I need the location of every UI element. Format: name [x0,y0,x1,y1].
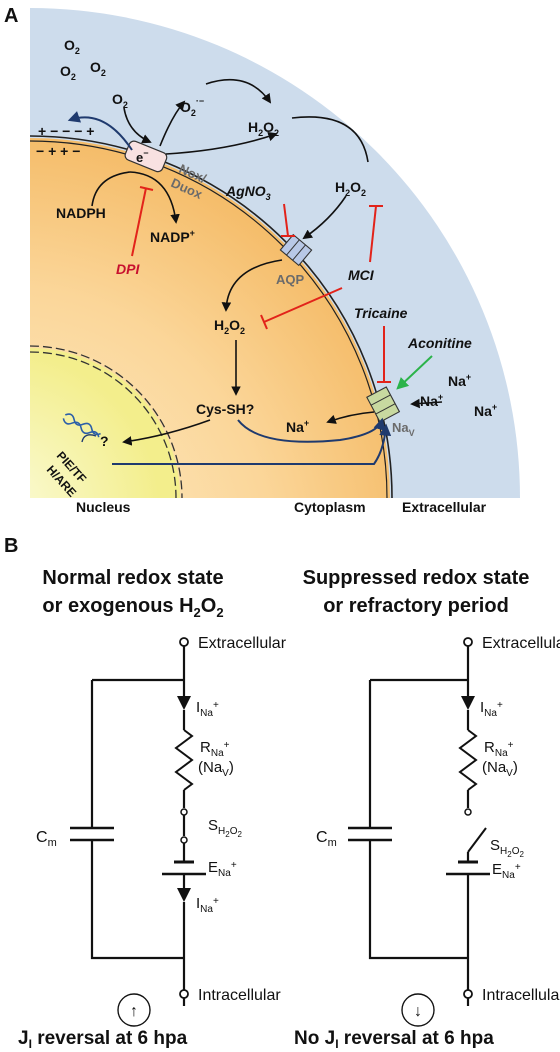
cytoplasm-label: Cytoplasm [294,499,366,515]
na-plus-3: Na+ [474,402,497,419]
nucleus-label: Nucleus [76,499,131,515]
left-capacitor-label: Cm [36,829,57,849]
left-bottom-terminal [179,989,189,999]
left-bottom-terminal-label: Intracellular [198,987,281,1004]
right-resistor-sub: (NaV) [482,759,518,779]
nuclear-envelope-outer [29,345,183,499]
left-switch-contact-bottom [180,836,188,844]
right-wires [368,646,470,992]
left-title-line2: or exogenous H2O2 [42,595,223,620]
right-resistor [458,729,478,791]
aqp-channel [279,233,313,267]
left-top-terminal-label: Extracellular [198,635,287,652]
right-current-arrow-top [461,696,475,710]
membrane-charges-inner: − + + − [36,143,80,159]
cys-sh-label: Cys-SH? [196,401,254,417]
left-battery-label: ENa+ [208,859,237,879]
na-plus-1: Na+ [448,372,471,389]
nucleus-region [30,348,180,498]
left-resistor [174,729,194,791]
right-capacitor-label: Cm [316,829,337,849]
left-flux-circle [117,993,151,1027]
nuclear-envelope-inner [29,351,177,499]
left-current-arrow-top [177,696,191,710]
panel-b: B Normal redox state or exogenous H2O2 E… [4,535,560,1051]
h2o2-intracellular: H2O2 [214,317,245,336]
right-title-line2: or refractory period [323,595,509,617]
agno3-label: AgNO3 [225,183,271,202]
left-current-top-label: INa+ [196,699,219,719]
left-switch-label: SH2O2 [208,817,242,839]
right-current-top-label: INa+ [480,699,503,719]
question-mark: ? [100,433,109,449]
right-top-terminal-label: Extracellular [482,635,560,652]
o2-1-text: O [64,37,75,53]
left-title-line1: Normal redox state [42,567,223,589]
left-resistor-sub: (NaV) [198,759,234,779]
nox-duox-enzyme [124,140,168,173]
dpi-label: DPI [116,261,140,277]
right-circuit: Suppressed redox state or refractory per… [294,567,560,1051]
right-flux-circle [401,993,435,1027]
right-switch-contact-top [464,808,472,816]
extracellular-label: Extracellular [402,499,487,515]
right-flux-down-icon: ↓ [414,1003,422,1020]
signaling-arrows [67,111,392,465]
aconitine-label: Aconitine [407,335,472,351]
right-switch-open [467,827,487,853]
aconitine-activation-arrow [396,355,433,390]
right-bottom-terminal [463,989,473,999]
na-plus-2: Na+ [420,392,443,409]
aqp-label: AQP [276,272,305,287]
left-current-arrow-bottom [177,888,191,902]
right-switch-label: SH2O2 [490,837,524,859]
tricaine-label: Tricaine [354,305,408,321]
inhibitor-lines [131,186,391,383]
dna-helix-icon [62,413,101,438]
o2-label-1: O2 [64,37,80,56]
panel-b-letter: B [4,535,18,557]
left-wires [90,646,186,992]
panel-a: A O2 O2 O2 O2 O2·− H2O2 H2O2 H2O2 + − − … [4,5,520,515]
nadph-label: NADPH [56,205,106,221]
left-circuit: Normal redox state or exogenous H2O2 Ext… [18,567,287,1051]
left-caption: JI reversal at 6 hpa [18,1028,188,1051]
membrane-charges-outer: + − − − + [38,123,94,139]
panel-a-letter: A [4,5,18,27]
right-battery-label: ENa+ [492,861,521,881]
right-bottom-terminal-label: Intracellular [482,987,560,1004]
left-flux-up-icon: ↑ [130,1003,138,1020]
reaction-arrows [91,78,443,446]
mci-label: MCI [348,267,375,283]
h2o2-extracellular-2: H2O2 [335,179,366,198]
right-title-line1: Suppressed redox state [303,567,530,589]
right-resistor-label: RNa+ [484,739,514,759]
left-top-terminal [179,637,189,647]
right-top-terminal [463,637,473,647]
left-current-bottom-label: INa+ [196,895,219,915]
left-resistor-label: RNa+ [200,739,230,759]
na-plus-intracellular: Na+ [286,418,309,435]
nav-channel [366,386,401,423]
left-switch-contact-top [180,808,188,816]
nadp-label: NADP+ [150,228,195,245]
right-caption: No JI reversal at 6 hpa [294,1028,494,1051]
